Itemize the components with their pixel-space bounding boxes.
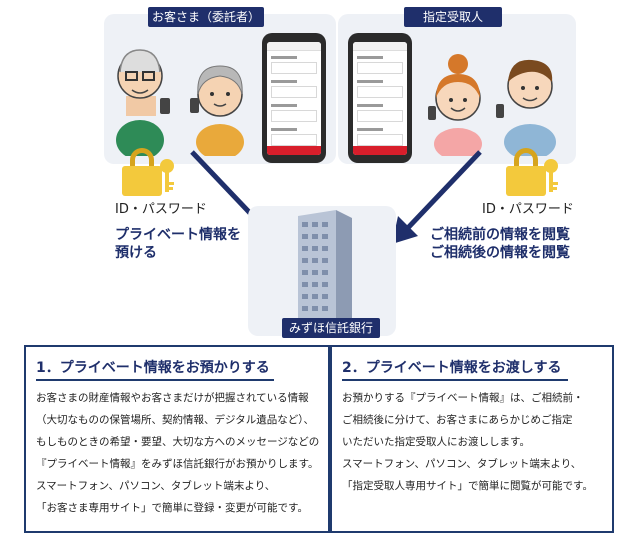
bank-label: みずほ信託銀行 (282, 318, 380, 338)
box2-line: 「指定受取人専用サイト」で簡単に閲覧が可能です。 (342, 480, 593, 492)
box1-line: 「お客さま専用サイト」で簡単に登録・変更が可能です。 (36, 502, 308, 514)
deposit-info-box: 1．プライベート情報をお預かりする お客さまの財産情報やお客さまだけが把握されて… (24, 345, 330, 533)
box1-line: スマートフォン、パソコン、タブレット端末より、 (36, 480, 276, 492)
right-id-password-label: ID・パスワード (482, 202, 574, 217)
key-icon (544, 159, 558, 192)
deposit-text: プライベート情報を 預ける (115, 226, 241, 262)
box2-body: お預かりする『プライベート情報』は、ご相続前・ ご相続後に分けて、お客さまにあら… (342, 387, 593, 497)
key-icon (160, 159, 174, 192)
box1-line: 『プライベート情報』をみずほ信託銀行がお預かりします。 (36, 458, 319, 470)
lock-icon (122, 148, 162, 196)
box1-line: お客さまの財産情報やお客さまだけが把握されている情報 (36, 392, 309, 404)
box2-divider (342, 379, 568, 381)
box1-line: （大切なものの保管場所、契約情報、デジタル遺品など）、 (36, 414, 315, 426)
customer-phone-mockup (262, 33, 326, 163)
box1-body: お客さまの財産情報やお客さまだけが把握されている情報 （大切なものの保管場所、契… (36, 387, 319, 519)
box1-divider (36, 379, 274, 381)
view-text: ご相続前の情報を閲覧 ご相続後の情報を閲覧 (430, 226, 570, 262)
view-text-line: ご相続後の情報を閲覧 (430, 245, 570, 261)
building-icon (298, 210, 352, 322)
lock-icon (506, 148, 546, 196)
box2-line: ご相続後に分けて、お客さまにあらかじめご指定 (342, 414, 573, 426)
deposit-text-line: 預ける (115, 245, 157, 261)
handover-info-box: 2．プライベート情報をお渡しする お預かりする『プライベート情報』は、ご相続前・… (330, 345, 614, 533)
arrow-icon (392, 150, 482, 244)
box2-line: お預かりする『プライベート情報』は、ご相続前・ (342, 392, 584, 404)
customer-tag: お客さま（委託者） (148, 7, 264, 27)
deposit-text-line: プライベート情報を (115, 227, 241, 243)
box2-title: 2．プライベート情報をお渡しする (342, 360, 562, 376)
recipient-phone-mockup (348, 33, 412, 163)
customer-couple-illustration (116, 49, 244, 156)
box2-line: スマートフォン、パソコン、タブレット端末より、 (342, 458, 582, 470)
recipient-tag: 指定受取人 (404, 7, 502, 27)
left-id-password-label: ID・パスワード (115, 202, 207, 217)
recipient-couple-illustration (428, 54, 556, 156)
view-text-line: ご相続前の情報を閲覧 (430, 227, 570, 243)
box1-title: 1．プライベート情報をお預かりする (36, 360, 270, 376)
box1-line: もしものときの希望・要望、大切な方へのメッセージなどの (36, 436, 320, 448)
box2-line: いただいた指定受取人にお渡しします。 (342, 436, 530, 448)
